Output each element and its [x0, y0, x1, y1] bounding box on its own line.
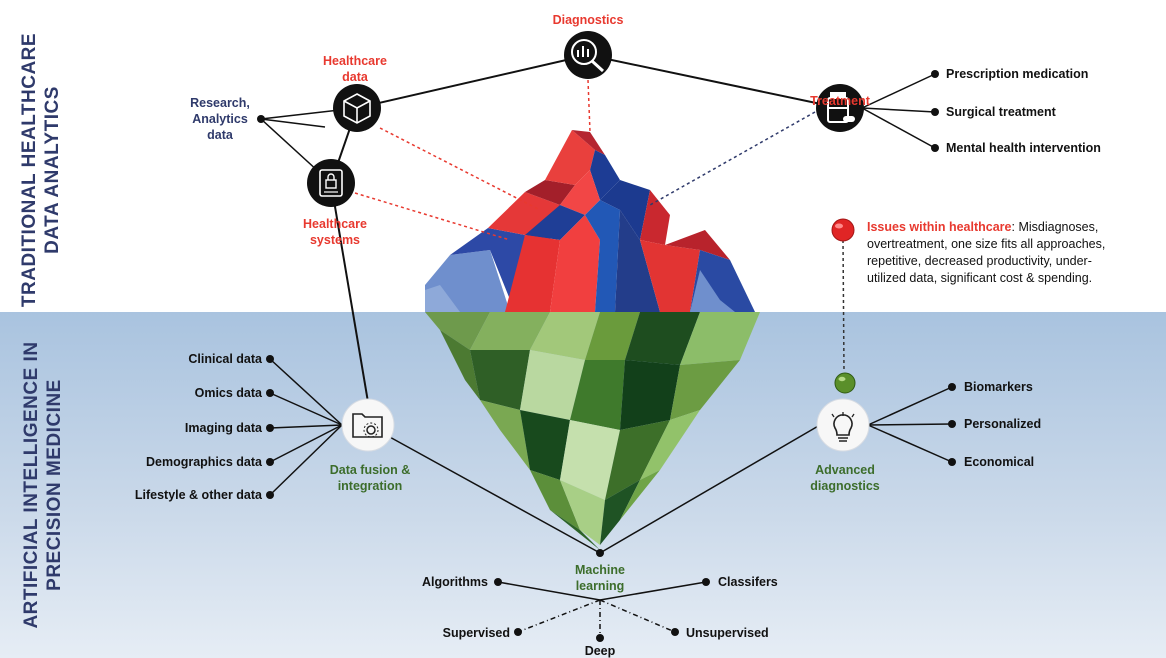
issues-text: Issues within healthcare: Misdiagnoses, …	[867, 219, 1122, 287]
data-fusion-label: Data fusion & integration	[310, 462, 430, 494]
ai-links	[269, 239, 953, 638]
folder-gear-icon	[341, 398, 395, 452]
treatment-item-surgical: Surgical treatment	[946, 105, 1056, 119]
traditional-title-line2: DATA ANALYTICS	[42, 86, 63, 254]
healthcare-data-label: Healthcare data	[305, 53, 405, 85]
issues-red-ball	[831, 218, 855, 242]
data-fusion-line1: Data fusion &	[329, 463, 411, 477]
traditional-title: TRADITIONAL HEALTHCARE DATA ANALYTICS	[18, 10, 68, 330]
diagnostics-label: Diagnostics	[552, 13, 624, 27]
issues-heading: Issues within healthcare	[867, 220, 1012, 234]
machine-learning-label: Machine learning	[552, 562, 648, 594]
iceberg-bottom	[425, 312, 760, 550]
secure-server-icon	[307, 159, 355, 207]
data-source-lifestyle: Lifestyle & other data	[134, 488, 262, 502]
advanced-diagnostics-line2: diagnostics	[810, 479, 880, 493]
diag-item-biomarkers: Biomarkers	[964, 380, 1033, 394]
advanced-diagnostics-label: Advanced diagnostics	[795, 462, 895, 494]
ai-title-line2: PRECISION MEDICINE	[44, 379, 65, 591]
research-line3: data	[207, 128, 233, 142]
ml-item-algorithms: Algorithms	[422, 575, 488, 589]
research-line1: Research,	[190, 96, 250, 110]
healthcare-systems-line1: Healthcare	[303, 217, 367, 231]
traditional-title-line1: TRADITIONAL HEALTHCARE	[19, 32, 40, 308]
data-source-demographics: Demographics data	[145, 455, 262, 469]
healthcare-data-line1: Healthcare	[323, 54, 387, 68]
issues-body: : Misdiagnoses, overtreatment, one size …	[867, 220, 1106, 285]
healthcare-systems-label: Healthcare systems	[285, 216, 385, 248]
diag-item-economical: Economical	[964, 455, 1035, 469]
data-source-imaging: Imaging data	[184, 421, 262, 435]
ai-title-line1: ARTIFICIAL INTELLIGENCE IN	[21, 341, 42, 629]
ml-item-unsupervised: Unsupervised	[686, 626, 769, 640]
dots	[257, 70, 956, 642]
data-source-omics: Omics data	[194, 386, 262, 400]
ml-item-classifiers: Classifers	[718, 575, 778, 589]
iceberg-top	[425, 130, 755, 312]
data-source-clinical: Clinical data	[188, 352, 262, 366]
treatment-label: Treatment	[810, 94, 870, 108]
green-ball	[834, 372, 856, 394]
research-label: Research, Analytics data	[180, 95, 260, 143]
brain-bulb-icon	[816, 398, 870, 452]
ml-item-supervised: Supervised	[442, 626, 510, 640]
treatment-item-mental-health: Mental health intervention	[946, 141, 1101, 155]
pill-bottle-icon	[816, 84, 864, 132]
ai-title: ARTIFICIAL INTELLIGENCE IN PRECISION MED…	[20, 285, 70, 658]
ml-item-deep: Deep	[584, 644, 616, 658]
data-fusion-line2: integration	[337, 479, 403, 493]
magnifier-chart-icon	[564, 31, 612, 79]
machine-learning-line1: Machine	[574, 563, 625, 577]
diag-item-personalized: Personalized	[964, 417, 1042, 431]
advanced-diagnostics-line1: Advanced	[815, 463, 875, 477]
treatment-item-prescription: Prescription medication	[946, 67, 1089, 81]
cube-network-icon	[333, 84, 381, 132]
healthcare-systems-line2: systems	[309, 233, 361, 247]
research-line2: Analytics	[192, 112, 248, 126]
machine-learning-line2: learning	[575, 579, 625, 593]
healthcare-data-line2: data	[342, 70, 368, 84]
